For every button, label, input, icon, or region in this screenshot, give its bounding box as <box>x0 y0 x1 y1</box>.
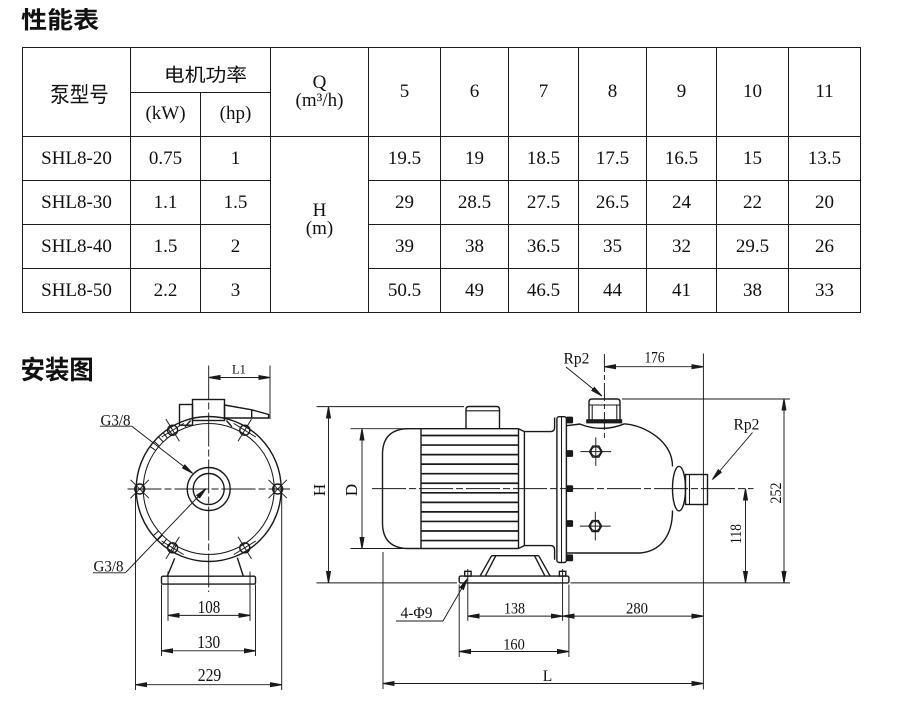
kw-cell: 1.5 <box>130 224 201 269</box>
flow-column-header: 7 <box>508 47 579 137</box>
dim-l-label: L <box>543 668 552 685</box>
pump-model-cell: SHL8-50 <box>22 268 131 313</box>
head-value-cell: 36.5 <box>508 224 579 269</box>
flow-column-header: 5 <box>368 47 441 137</box>
dim-229: 229 <box>198 665 222 685</box>
head-value-cell: 27.5 <box>508 180 579 225</box>
hp-cell: 1.5 <box>200 180 271 225</box>
dim-l1: L1 <box>232 363 246 377</box>
dim-130: 130 <box>197 632 220 652</box>
flow-column-header: 9 <box>646 47 717 137</box>
dim-252: 252 <box>768 483 785 504</box>
flow-column-header: 6 <box>440 47 509 137</box>
dim-d-label: D <box>342 484 361 496</box>
hp-header: (hp) <box>200 91 271 137</box>
flow-column-header: 8 <box>578 47 647 137</box>
kw-cell: 0.75 <box>130 136 201 181</box>
head-value-cell: 38 <box>716 268 789 313</box>
pump-model-glyphs <box>51 84 108 105</box>
head-value-cell: 35 <box>578 224 647 269</box>
head-value-cell: 26 <box>788 224 861 269</box>
pump-side-view: Rp2 176 Rp2 H D 252 118 4-Φ9 138 280 160… <box>310 350 790 690</box>
head-unit: (m) <box>305 217 334 239</box>
kw-header: (kW) <box>130 91 201 137</box>
flow-column-header: 10 <box>716 47 789 137</box>
dim-h-label: H <box>310 484 329 496</box>
dim-108: 108 <box>198 597 221 617</box>
pump-model-cell: SHL8-30 <box>22 180 131 225</box>
head-value-cell: 49 <box>440 268 509 313</box>
head-value-cell: 19 <box>440 136 509 181</box>
table-title-glyphs <box>21 7 99 31</box>
suction-port-label: Rp2 <box>734 417 760 434</box>
motor-power-glyph-svg <box>166 65 246 83</box>
q-label: Q <box>312 72 327 93</box>
kw-cell: 2.2 <box>130 268 201 313</box>
head-value-cell: 29.5 <box>716 224 789 269</box>
head-value-cell: 39 <box>368 224 441 269</box>
diagram-title-glyphs <box>21 356 93 382</box>
flow-column-header: 11 <box>788 47 861 137</box>
performance-table-title <box>21 7 99 31</box>
head-value-cell: 26.5 <box>578 180 647 225</box>
head-value-cell: 17.5 <box>578 136 647 181</box>
discharge-port-label: Rp2 <box>564 351 590 368</box>
head-value-cell: 38 <box>440 224 509 269</box>
pump-model-header <box>22 47 131 137</box>
head-value-cell: 16.5 <box>646 136 717 181</box>
dim-176: 176 <box>645 350 665 367</box>
head-value-cell: 19.5 <box>368 136 441 181</box>
flow-header: Q (m³/h) <box>270 47 369 137</box>
dim-118: 118 <box>728 524 745 544</box>
head-value-cell: 44 <box>578 268 647 313</box>
head-value-cell: 50.5 <box>368 268 441 313</box>
kw-cell: 1.1 <box>130 180 201 225</box>
installation-diagram-title <box>21 356 93 382</box>
pump-model-cell: SHL8-40 <box>22 224 131 269</box>
head-value-cell: 20 <box>788 180 861 225</box>
motor-power-glyphs <box>166 65 246 83</box>
hp-cell: 3 <box>200 268 271 313</box>
head-value-cell: 28.5 <box>440 180 509 225</box>
head-value-cell: 18.5 <box>508 136 579 181</box>
motor-power-header <box>130 47 271 93</box>
pump-front-view: L1 G3/8 G3/8 108 130 229 <box>93 363 290 690</box>
pump-model-glyph-svg <box>51 84 108 105</box>
head-value-cell: 32 <box>646 224 717 269</box>
dim-138: 138 <box>504 601 525 618</box>
head-value-cell: 33 <box>788 268 861 313</box>
vent-port-label: G3/8 <box>101 413 131 430</box>
dim-280: 280 <box>626 601 648 618</box>
head-value-cell: 46.5 <box>508 268 579 313</box>
pump-model-cell: SHL8-20 <box>22 136 131 181</box>
head-value-cell: 41 <box>646 268 717 313</box>
drain-port-label: G3/8 <box>94 559 124 576</box>
dim-160: 160 <box>503 637 525 654</box>
mount-holes-label: 4-Φ9 <box>401 605 433 622</box>
head-value-cell: 24 <box>646 180 717 225</box>
q-unit: (m³/h) <box>295 90 344 111</box>
head-unit-cell: H(m) <box>270 136 369 313</box>
head-value-cell: 29 <box>368 180 441 225</box>
hp-cell: 2 <box>200 224 271 269</box>
head-value-cell: 13.5 <box>788 136 861 181</box>
head-value-cell: 22 <box>716 180 789 225</box>
head-label: H <box>312 199 327 221</box>
head-value-cell: 15 <box>716 136 789 181</box>
hp-cell: 1 <box>200 136 271 181</box>
